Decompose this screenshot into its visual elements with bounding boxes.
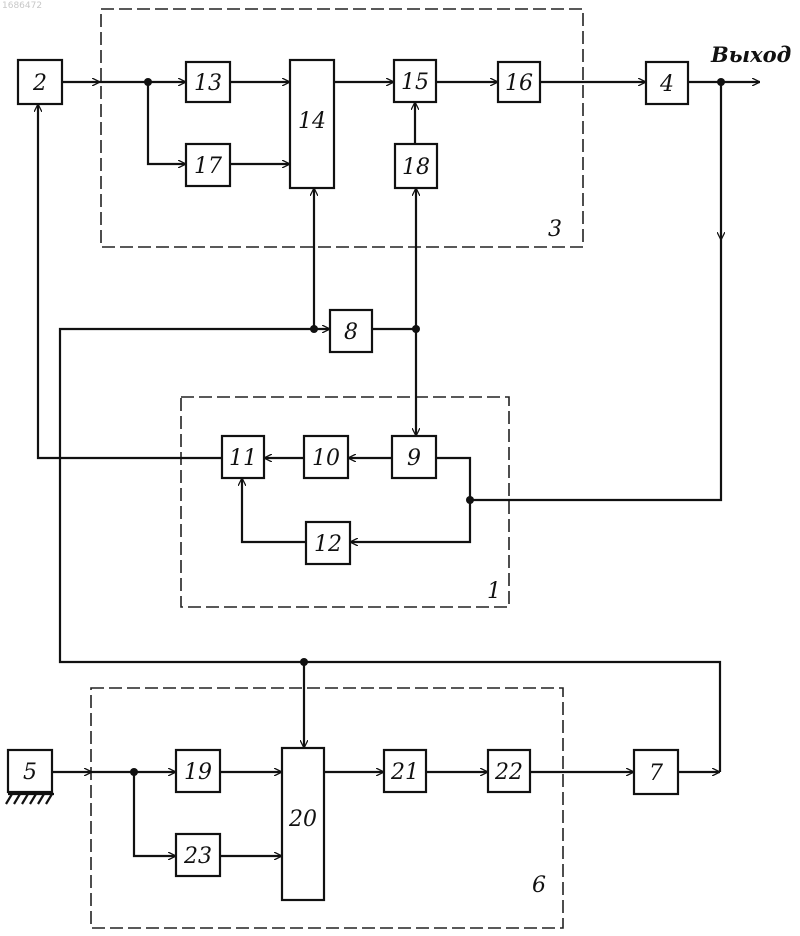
junction-dot (310, 325, 318, 333)
block-7: 7 (634, 750, 678, 794)
block-5: 5 (8, 750, 52, 792)
block-12: 12 (306, 522, 350, 564)
block-11: 11 (222, 436, 264, 478)
junction-dot (466, 496, 474, 504)
block-20: 20 (282, 748, 324, 900)
ground-symbol (6, 794, 54, 804)
wire-to-23 (134, 772, 176, 856)
block-10: 10 (304, 436, 348, 478)
block-8-label: 8 (344, 320, 358, 345)
block-16: 16 (498, 62, 540, 102)
block-14-label: 14 (298, 109, 326, 134)
block-22: 22 (488, 750, 530, 792)
block-15: 15 (394, 60, 436, 102)
block-12-label: 12 (314, 532, 342, 557)
corner-id: 1686472 (2, 1, 42, 11)
block-8: 8 (330, 310, 372, 352)
junction-dot (717, 78, 725, 86)
block-20-label: 20 (288, 807, 317, 832)
junction-dot (300, 658, 308, 666)
output-label: Выход (710, 42, 791, 67)
junction-dot (412, 325, 420, 333)
block-17: 17 (186, 144, 230, 186)
block-19-label: 19 (184, 760, 212, 785)
block-11-label: 11 (229, 446, 257, 471)
block-4: 4 (646, 62, 688, 104)
block-9-label: 9 (407, 446, 421, 471)
block-23-label: 23 (183, 844, 212, 869)
block-16-label: 16 (505, 71, 533, 96)
block-15-label: 15 (401, 70, 429, 95)
junction-dot (144, 78, 152, 86)
block-13-label: 13 (194, 71, 222, 96)
block-21-label: 21 (390, 760, 419, 785)
block-17-label: 17 (194, 154, 222, 179)
block-7-label: 7 (649, 761, 663, 786)
block-9: 9 (392, 436, 436, 478)
group-3-label: 3 (548, 217, 562, 242)
block-2: 2 (18, 60, 62, 104)
group-1-label: 1 (487, 579, 501, 604)
block-23: 23 (176, 834, 220, 876)
wire-to-17 (148, 82, 186, 164)
block-2-label: 2 (32, 71, 47, 96)
group-6-border (91, 688, 563, 928)
block-10-label: 10 (312, 446, 340, 471)
block-21: 21 (384, 750, 426, 792)
block-18: 18 (395, 144, 437, 188)
block-4-label: 4 (659, 72, 674, 97)
block-5-label: 5 (23, 760, 37, 785)
block-18-label: 18 (402, 155, 430, 180)
block-19: 19 (176, 750, 220, 792)
block-13: 13 (186, 62, 230, 102)
group-3-border (101, 9, 583, 247)
block-22-label: 22 (494, 760, 523, 785)
wire-12-11 (242, 478, 306, 542)
group-6-label: 6 (532, 873, 546, 898)
junction-dot (130, 768, 138, 776)
group-1-border (181, 397, 509, 607)
block-14: 14 (290, 60, 334, 188)
wire-bus-to-8 (60, 329, 330, 654)
wire-output-to-group1 (470, 240, 721, 500)
